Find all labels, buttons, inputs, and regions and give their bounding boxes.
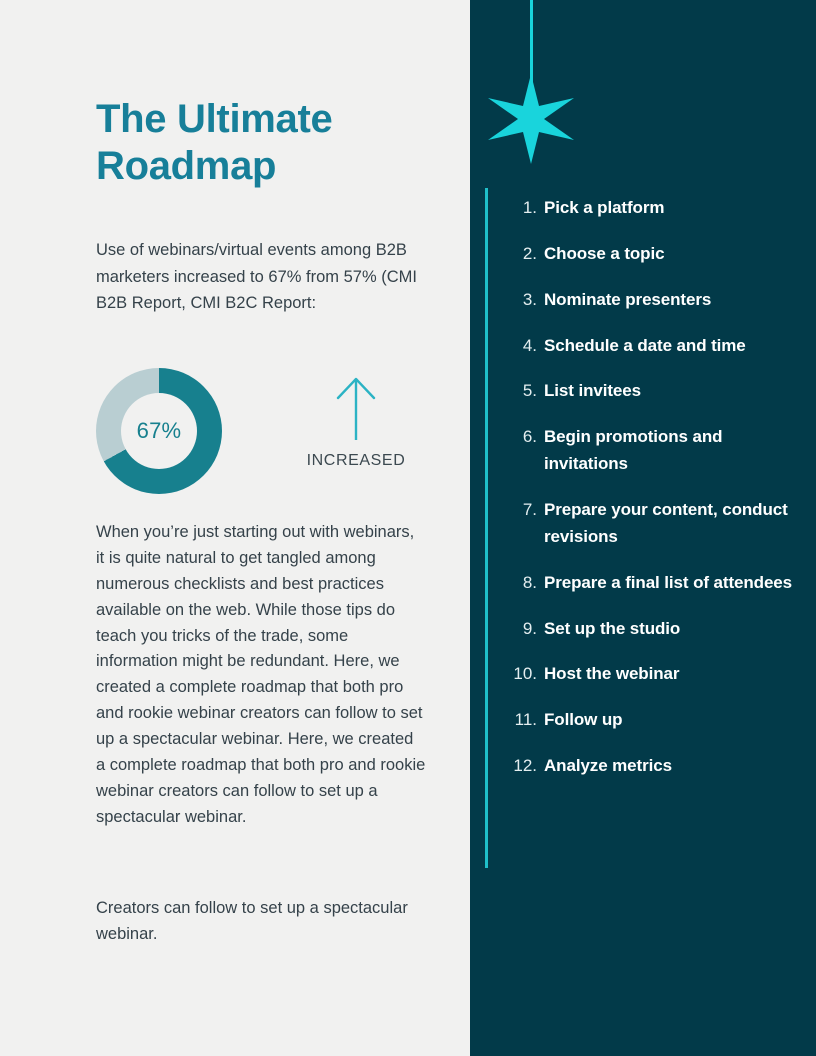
list-item[interactable]: 3. Nominate presenters bbox=[508, 287, 800, 314]
closing-paragraph: Creators can follow to set up a spectacu… bbox=[96, 899, 408, 943]
sparkle-stem bbox=[530, 0, 533, 118]
list-item-number: 4. bbox=[522, 335, 537, 355]
list-item-label: Begin promotions and invitations bbox=[544, 427, 723, 474]
arrow-up-icon bbox=[336, 377, 376, 440]
list-item-number: 7. bbox=[522, 500, 537, 520]
list-accent-line bbox=[485, 188, 488, 868]
list-item-label: Prepare a final list of attendees bbox=[544, 572, 793, 592]
list-item[interactable]: 11. Follow up bbox=[508, 707, 800, 734]
list-item-label: Follow up bbox=[544, 710, 623, 730]
donut-chart: 67% bbox=[96, 368, 222, 494]
list-item-number: 11. bbox=[514, 710, 537, 730]
list-item-number: 5. bbox=[522, 381, 537, 401]
list-item[interactable]: 12. Analyze metrics bbox=[508, 753, 800, 780]
right-list-panel: 1. Pick a platform 2. Choose a topic 3. Nomin… bbox=[470, 0, 816, 1056]
list-item-number: 1. bbox=[522, 198, 537, 217]
statistic-row: 67% INCREASED bbox=[96, 368, 426, 494]
list-item-number: 10. bbox=[513, 664, 537, 684]
list-item-label: Host the webinar bbox=[544, 664, 680, 684]
list-item[interactable]: 8. Prepare a final list of attendees bbox=[508, 570, 800, 597]
list-item-label: Schedule a date and time bbox=[544, 335, 746, 355]
list-item-number: 12. bbox=[513, 756, 537, 776]
donut-center: 67% bbox=[121, 393, 197, 469]
list-item-label: Prepare your content, conduct revisions bbox=[544, 500, 788, 546]
list-item-label: Nominate presenters bbox=[544, 289, 712, 309]
body-paragraph: When you’re just starting out with webin… bbox=[96, 523, 426, 826]
list-item-number: 3. bbox=[522, 289, 537, 309]
trend-label: INCREASED bbox=[306, 452, 406, 469]
list-item[interactable]: 5. List invitees bbox=[508, 378, 800, 405]
list-item-label: List invitees bbox=[544, 381, 641, 401]
list-item-number: 8. bbox=[522, 572, 537, 592]
list-item-number: 9. bbox=[522, 618, 537, 638]
list-item[interactable]: 2. Choose a topic bbox=[508, 241, 800, 268]
donut-value-label: 67% bbox=[136, 418, 182, 443]
list-item-number: 2. bbox=[522, 243, 537, 263]
list-item-label: Analyze metrics bbox=[544, 756, 672, 776]
page-title: The Ultimate Roadmap bbox=[96, 97, 333, 188]
list-item-label: Pick a platform bbox=[544, 198, 665, 217]
list-item-label: Choose a topic bbox=[544, 243, 665, 263]
intro-paragraph: Use of webinars/virtual events among B2B… bbox=[96, 241, 417, 313]
list-item[interactable]: 7. Prepare your content, conduct revision… bbox=[508, 497, 800, 551]
list-item[interactable]: 6. Begin promotions and invitations bbox=[508, 424, 800, 478]
trend-indicator: INCREASED bbox=[286, 374, 426, 470]
list-item[interactable]: 9. Set up the studio bbox=[508, 616, 800, 643]
six-point-star-icon bbox=[488, 74, 574, 164]
list-item-label: Set up the studio bbox=[544, 618, 681, 638]
roadmap-list: 1. Pick a platform 2. Choose a topic 3. Nomin… bbox=[508, 195, 800, 799]
list-item[interactable]: 4. Schedule a date and time bbox=[508, 333, 800, 360]
list-item-number: 6. bbox=[522, 427, 537, 447]
list-item[interactable]: 1. Pick a platform bbox=[508, 195, 800, 222]
left-content-panel: The Ultimate Roadmap Use of webinars/vir… bbox=[96, 97, 426, 943]
list-item[interactable]: 10. Host the webinar bbox=[508, 661, 800, 688]
